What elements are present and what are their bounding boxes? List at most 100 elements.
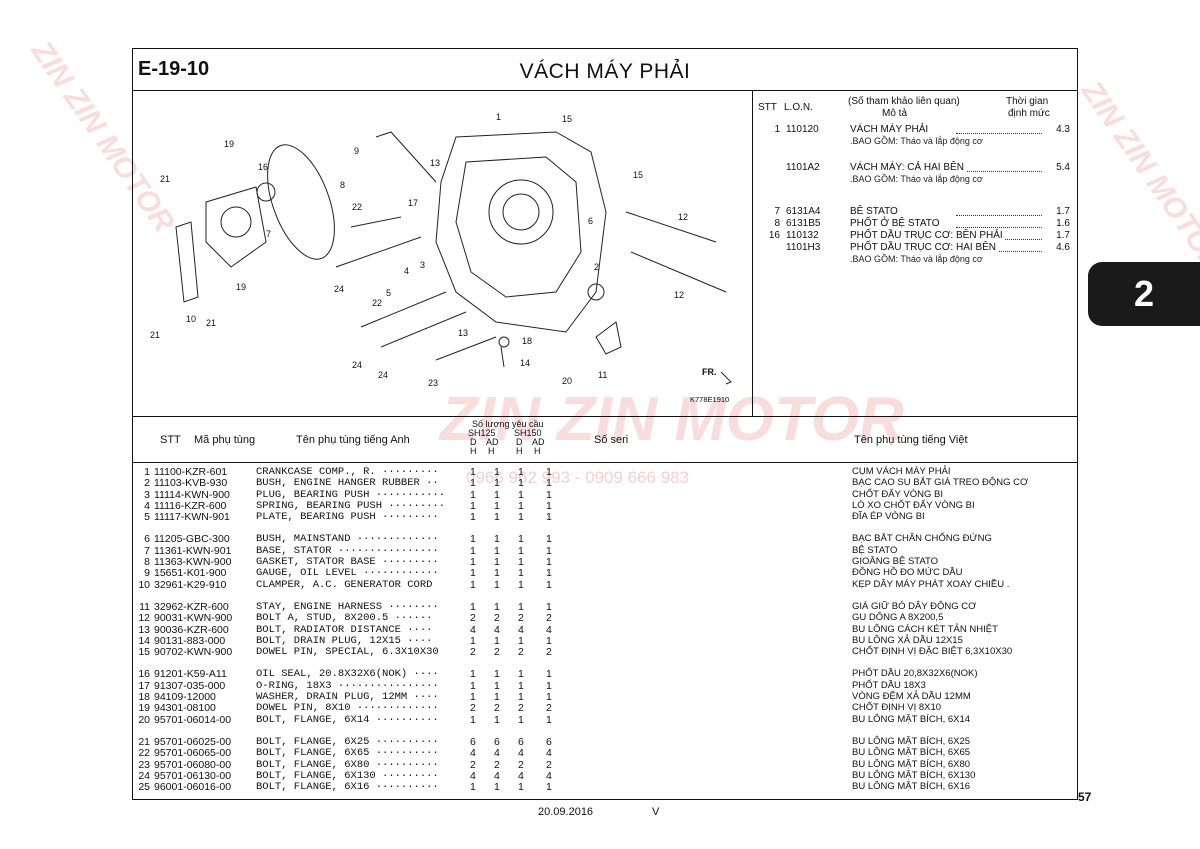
fr-arrow	[720, 371, 732, 385]
row-qty: 1	[470, 600, 476, 613]
row-name-vi: ĐĨA ÉP VÒNG BI	[852, 511, 925, 523]
row-qty: 4	[494, 623, 500, 636]
footer-version: V	[652, 806, 660, 818]
row-name-vi: CHỐT ĐỊNH VỊ ĐẶC BIỆT 6,3X10X30	[852, 646, 1013, 658]
row-qty: 1	[470, 511, 476, 524]
row-qty: 2	[470, 612, 476, 625]
callout-6: 6	[588, 216, 593, 226]
bearing-bore	[488, 179, 554, 245]
row-name-en: BOLT, RADIATOR DISTANCE ····	[256, 623, 433, 636]
exploded-diagram: 1 15 19 16 9 8 13 15 21 22 17 6 12 7 3 4…	[150, 112, 732, 404]
row-qty: 1	[470, 781, 476, 794]
row-stt: 12	[138, 612, 150, 625]
row-qty: 1	[546, 556, 552, 569]
row-qty: 1	[470, 477, 476, 490]
row-qty: 1	[518, 499, 524, 512]
row-qty: 1	[470, 488, 476, 501]
row-stt: 9	[144, 567, 150, 580]
lon-leader-dots	[956, 126, 1042, 134]
row-qty: 1	[546, 600, 552, 613]
row-qty: 1	[546, 499, 552, 512]
callout-15b: 15	[633, 170, 643, 180]
row-part-no: 32961-K29-910	[154, 578, 227, 591]
lon-table: STT L.O.N. (Số tham khảo liên quan) Mô t…	[756, 94, 1074, 286]
row-name-en: BOLT, FLANGE, 6X16 ··········	[256, 781, 439, 794]
row-name-vi: ĐỒNG HỒ ĐO MỨC DẦU	[852, 567, 963, 579]
callout-3: 3	[420, 260, 425, 270]
row-stt: 19	[138, 702, 150, 715]
callout-5: 5	[386, 288, 391, 298]
lon-row-note: .BAO GỒM: Tháo và lắp động cơ	[756, 174, 1074, 186]
lon-header-desc: Mô tả	[882, 108, 908, 119]
row-qty: 1	[546, 578, 552, 591]
qty-sub-h4: H	[534, 446, 541, 456]
lon-header-lon: L.O.N.	[784, 102, 813, 113]
row-part-no: 11363-KWN-900	[154, 556, 232, 569]
callout-13b: 13	[458, 328, 468, 338]
row-qty: 1	[494, 567, 500, 580]
row-qty: 2	[518, 612, 524, 625]
row-qty: 4	[546, 769, 552, 782]
row-stt: 7	[144, 544, 150, 557]
qty-sub-d2: D	[516, 437, 523, 447]
lon-note: .BAO GỒM: Tháo và lắp động cơ	[850, 136, 983, 146]
qty-model-1: SH125	[468, 428, 496, 438]
lon-desc: VÁCH MÁY PHẢI	[850, 124, 931, 135]
divider-title	[132, 90, 1078, 91]
lon-stt: 1	[774, 124, 780, 135]
row-qty: 1	[470, 556, 476, 569]
row-qty: 1	[494, 511, 500, 524]
row-part-no: 11114-KWN-900	[154, 488, 230, 501]
lon-leader-dots	[956, 164, 1042, 172]
page-title: VÁCH MÁY PHẢI	[519, 60, 691, 83]
row-name-vi: BU LÔNG MẶT BÍCH, 6X80	[852, 758, 971, 770]
page-frame	[132, 48, 1078, 800]
row-qty: 1	[518, 691, 524, 704]
row-qty: 1	[546, 567, 552, 580]
row-stt: 8	[144, 556, 150, 569]
row-qty: 6	[518, 735, 524, 748]
row-part-no: 95701-06025-00	[154, 735, 232, 748]
row-stt: 24	[138, 769, 150, 782]
row-qty: 4	[518, 747, 524, 760]
row-name-en: DOWEL PIN, 8X10 ·············	[256, 702, 439, 715]
lon-note: .BAO GỒM: Tháo và lắp động cơ	[850, 174, 983, 184]
row-name-en: PLUG, BEARING PUSH ···········	[256, 488, 446, 501]
row-qty: 2	[518, 702, 524, 715]
hanger-bush	[587, 283, 605, 301]
page-number: 57	[1078, 790, 1092, 804]
row-qty: 1	[518, 679, 524, 692]
row-qty: 1	[494, 634, 500, 647]
row-stt: 15	[138, 646, 150, 659]
qty-sub-d1: D	[470, 437, 477, 447]
row-qty: 1	[494, 578, 500, 591]
row-name-en: BUSH, MAINSTAND ·············	[256, 533, 439, 546]
lon-time: 1.7	[1056, 206, 1072, 217]
row-name-en: OIL SEAL, 20.8X32X6(NOK) ····	[256, 668, 439, 681]
lon-desc: PHỐT DẦU TRỤC CƠ: BÊN PHẢI	[850, 230, 1005, 241]
row-part-no: 11103-KVB-930	[154, 477, 228, 490]
cord-clamper	[175, 221, 199, 303]
row-name-en: BOLT, FLANGE, 6X25 ··········	[256, 735, 439, 748]
row-qty: 4	[518, 623, 524, 636]
row-part-no: 15651-K01-900	[154, 567, 227, 580]
row-qty: 1	[518, 466, 524, 478]
row-name-en: DOWEL PIN, SPECIAL, 6.3X10X30	[256, 646, 439, 659]
row-name-en: CLAMPER, A.C. GENERATOR CORD	[256, 578, 433, 591]
row-qty: 1	[494, 477, 500, 490]
callout-8: 8	[340, 180, 345, 190]
row-qty: 2	[518, 758, 524, 771]
lon-row-note: .BAO GỒM: Tháo và lắp động cơ	[756, 136, 1074, 148]
row-name-en: GASKET, STATOR BASE ·········	[256, 556, 439, 569]
row-part-no: 11117-KWN-901	[154, 511, 230, 524]
row-qty: 1	[470, 691, 476, 704]
qty-sub-h2: H	[488, 446, 495, 456]
row-name-en: GAUGE, OIL LEVEL ············	[256, 567, 439, 580]
lon-stt: 16	[768, 230, 780, 241]
